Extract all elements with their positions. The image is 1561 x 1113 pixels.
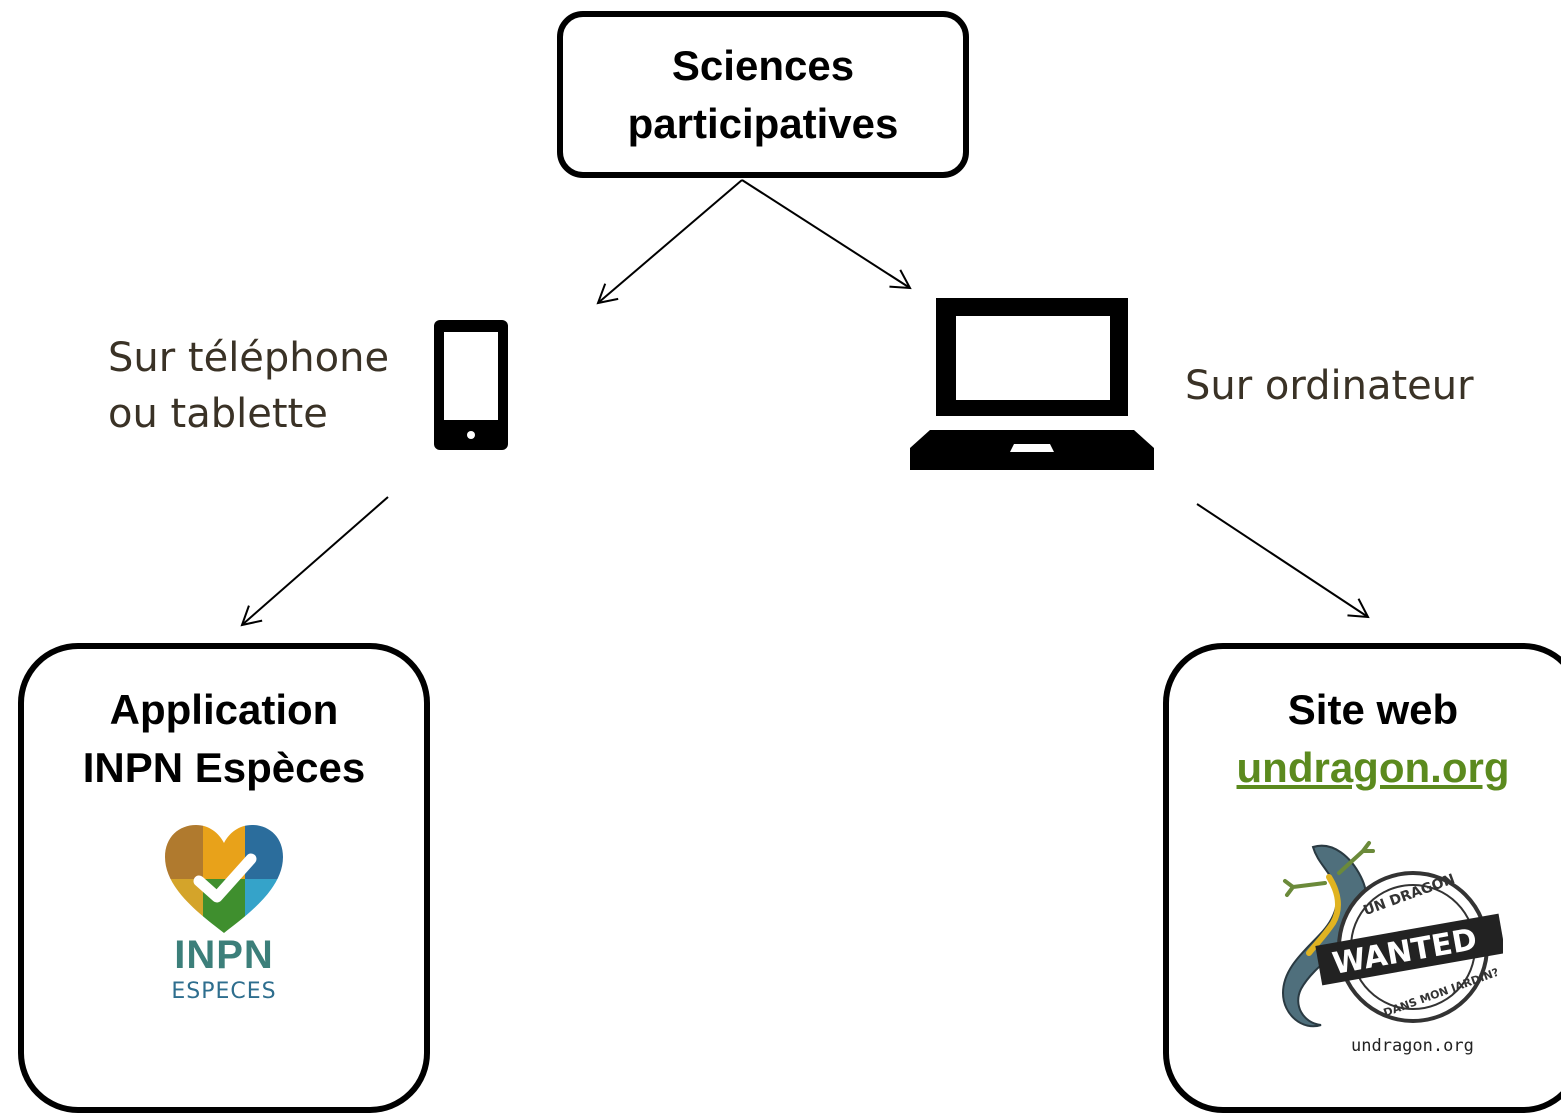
undragon-newt-logo: UN DRAGON WANTED DANS MON JARDIN? undrag…	[1281, 841, 1503, 1056]
top-box-line2: participatives	[627, 99, 899, 147]
inpn-app-box: Application INPN Espèces INPN ESPECES	[18, 643, 430, 1113]
stamp-url-text: undragon.org	[1351, 1036, 1474, 1056]
arrow-top-to-computer	[741, 179, 912, 290]
arrow-top-to-phone	[596, 179, 743, 305]
arrow-computer-to-site	[1196, 503, 1370, 619]
arrow-phone-to-app	[240, 496, 389, 627]
right-box-line1: Site web	[1287, 686, 1459, 733]
laptop-icon	[910, 298, 1154, 470]
left-box-line1: Application	[109, 686, 339, 733]
phone-icon	[434, 320, 508, 450]
inpn-heart-logo	[165, 825, 283, 933]
left-box-line2: INPN Espèces	[82, 744, 366, 791]
phone-caption: Sur téléphone ou tablette	[108, 330, 389, 442]
phone-caption-line2: ou tablette	[108, 391, 328, 437]
top-box-line1: Sciences	[671, 41, 855, 89]
inpn-wordmark: INPN ESPECES	[171, 933, 276, 1007]
phone-caption-line1: Sur téléphone	[108, 335, 390, 381]
undragon-site-box: Site web undragon.org UN DRAGON WANTED D…	[1163, 643, 1561, 1113]
inpn-logo-subtext: ESPECES	[171, 979, 277, 1004]
inpn-logo-text: INPN	[174, 933, 274, 977]
undragon-link[interactable]: undragon.org	[1236, 744, 1510, 791]
computer-caption: Sur ordinateur	[1185, 363, 1474, 409]
sciences-participatives-box: Sciences participatives	[557, 11, 969, 178]
